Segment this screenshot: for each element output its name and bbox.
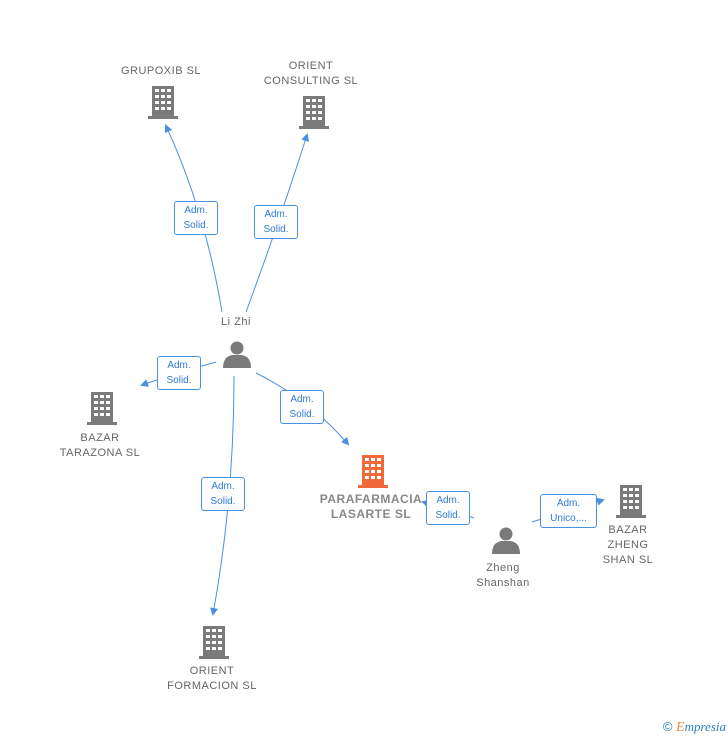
person-name-line2[interactable]: Shanshan — [476, 577, 530, 589]
building-icon-bazar-tarazona[interactable] — [87, 392, 117, 425]
node-label-bazar-zheng[interactable]: BAZAR ZHENG SHAN SL — [603, 523, 654, 568]
building-icon-grupoxib[interactable] — [148, 86, 178, 119]
building-icon-bazar-zheng[interactable] — [616, 485, 646, 518]
copyright-icon: © — [662, 719, 673, 734]
role-line1: Adm. — [436, 495, 460, 506]
company-name-line2[interactable]: ZHENG — [607, 539, 649, 551]
company-name-line1[interactable]: BAZAR — [608, 524, 648, 536]
node-label-grupoxib[interactable]: GRUPOXIB SL — [121, 64, 201, 79]
role-line2: Solid. — [263, 224, 289, 235]
building-icon-orient-consulting[interactable] — [299, 96, 329, 129]
role-line1: Adm. — [290, 394, 314, 405]
edge-role-box: Adm. Solid. — [254, 205, 298, 239]
node-label-zheng-shanshan[interactable]: Zheng Shanshan — [476, 561, 530, 591]
role-line2: Solid. — [183, 220, 209, 231]
building-icon-parafarmacia[interactable] — [358, 455, 388, 488]
role-line1: Adm. — [264, 209, 288, 220]
role-line2: Solid. — [289, 409, 315, 420]
brand-logo-text: mpresia — [684, 719, 726, 734]
company-name[interactable]: GRUPOXIB SL — [120, 65, 202, 77]
company-name-line1[interactable]: PARAFARMACIA — [319, 492, 423, 506]
person-icon-zheng-shanshan[interactable] — [492, 527, 520, 555]
company-name-line2[interactable]: CONSULTING SL — [263, 75, 359, 87]
role-line1: Adm. — [556, 498, 581, 509]
edge-role-box: Adm. Solid. — [426, 491, 470, 525]
person-icon-li-zhi[interactable] — [223, 341, 251, 369]
role-line1: Adm. — [184, 205, 208, 216]
node-label-orient-formacion[interactable]: ORIENT FORMACION SL — [167, 664, 257, 694]
edge-role-box: Adm. Solid. — [157, 356, 201, 390]
person-name-line1[interactable]: Zheng — [486, 562, 520, 574]
edge-role-box: Adm. Solid. — [174, 201, 218, 235]
node-label-li-zhi[interactable]: Li Zhi — [221, 315, 251, 330]
company-name-line1[interactable]: BAZAR — [80, 432, 120, 444]
company-name-line1[interactable]: ORIENT — [288, 60, 334, 72]
edge-role-box: Adm. Solid. — [201, 477, 245, 511]
role-line2: Solid. — [435, 510, 461, 521]
node-label-bazar-tarazona[interactable]: BAZAR TARAZONA SL — [60, 431, 140, 461]
role-line1: Adm. — [167, 360, 191, 371]
node-label-parafarmacia[interactable]: PARAFARMACIA LASARTE SL — [320, 492, 422, 522]
role-line2: Solid. — [166, 375, 192, 386]
company-name-line2[interactable]: TARAZONA SL — [59, 447, 141, 459]
edge-role-box: Adm. Unico,... — [540, 494, 597, 528]
role-line2: Solid. — [210, 496, 236, 507]
company-name-line2[interactable]: FORMACION SL — [167, 680, 257, 692]
company-name-line1[interactable]: ORIENT — [189, 665, 235, 677]
brand-logo-initial: E — [676, 720, 685, 735]
company-name-line3[interactable]: SHAN SL — [602, 554, 654, 566]
role-line2: Unico,... — [550, 513, 587, 524]
role-line1: Adm. — [211, 481, 235, 492]
company-name-line2[interactable]: LASARTE SL — [330, 507, 412, 521]
person-name[interactable]: Li Zhi — [221, 316, 251, 328]
empresia-watermark: © Empresia — [663, 719, 726, 736]
edge-role-box: Adm. Solid. — [280, 390, 324, 424]
building-icon-orient-formacion[interactable] — [199, 626, 229, 659]
node-label-orient-consulting[interactable]: ORIENT CONSULTING SL — [264, 59, 358, 89]
